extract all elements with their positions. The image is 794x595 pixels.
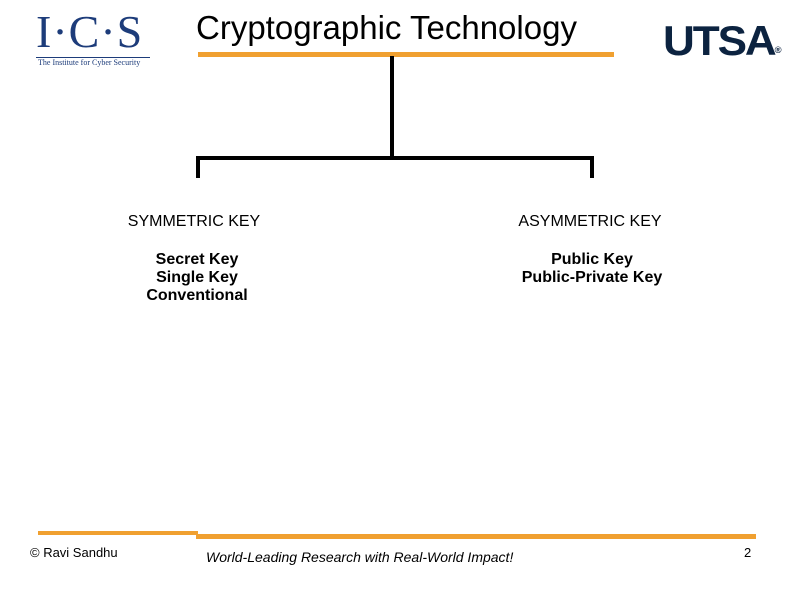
synonym-item: Public Key — [551, 251, 633, 268]
ics-logo: I·C·S The Institute for Cyber Security — [36, 8, 156, 74]
synonym-item: Single Key — [156, 269, 238, 286]
footer-copyright: © Ravi Sandhu — [30, 545, 118, 560]
synonym-item: Public-Private Key — [521, 269, 663, 286]
slide-title: Cryptographic Technology — [196, 9, 577, 46]
utsa-logo: UTSA® — [663, 18, 782, 73]
utsa-logo-text: UTSA — [663, 17, 777, 64]
synonym-item: Secret Key — [155, 251, 239, 268]
symmetric-key-synonyms: Secret Key Single Key Conventional — [97, 251, 297, 305]
ics-logo-mark: I·C·S — [36, 6, 144, 57]
ics-logo-subtitle: The Institute for Cyber Security — [38, 58, 141, 67]
footer-tagline: World-Leading Research with Real-World I… — [206, 549, 514, 565]
footer-rule-right — [196, 534, 756, 539]
utsa-registered-mark: ® — [774, 45, 782, 55]
page-number: 2 — [744, 545, 752, 560]
title-underline — [198, 52, 614, 57]
asymmetric-key-synonyms: Public Key Public-Private Key — [492, 251, 692, 287]
footer-rule-left — [38, 531, 198, 535]
ics-logo-rule — [36, 57, 150, 58]
asymmetric-key-heading: ASYMMETRIC KEY — [518, 213, 662, 230]
synonym-item: Conventional — [146, 287, 248, 304]
symmetric-key-heading: SYMMETRIC KEY — [127, 213, 261, 230]
